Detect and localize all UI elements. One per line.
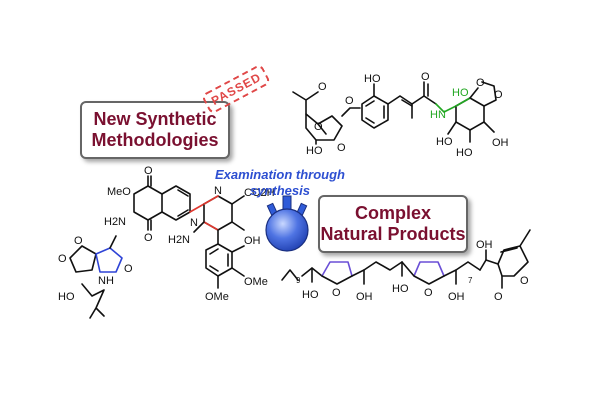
new-synthetic-methodologies-label: New Synthetic Methodologies (91, 109, 219, 150)
atom-o: O (345, 95, 354, 107)
atom-h2n: H2N (168, 234, 190, 246)
atom-n: N (214, 185, 222, 197)
atom-ho: HO (364, 73, 381, 85)
atom-o: O (318, 81, 327, 93)
atom-co2h: CO2H (244, 187, 275, 199)
atom-ho: HO (452, 87, 469, 99)
round-bottom-flask-icon (265, 195, 309, 252)
atom-o: O (144, 165, 153, 177)
atom-sub7: 7 (468, 276, 473, 285)
atom-hn: HN (430, 109, 446, 121)
atom-o: O (424, 287, 433, 299)
beta-lactone-lactam-structure: O NH O O HO (58, 235, 133, 319)
atom-o: O (476, 77, 485, 89)
atom-meo: MeO (107, 186, 131, 198)
atom-o: O (494, 89, 503, 101)
atom-o: O (520, 275, 529, 287)
atom-ho: HO (302, 289, 319, 301)
atom-oh: OH (244, 235, 261, 247)
atom-o: O (421, 71, 430, 83)
atom-o: O (74, 235, 83, 247)
atom-oh: OH (356, 291, 373, 303)
atom-ho: HO (306, 145, 323, 157)
atom-o: O (494, 291, 503, 303)
atom-nh: NH (98, 275, 114, 287)
acetogenin-structure: 9 O HO OH HO O OH 7 OH O O (281, 229, 531, 303)
atom-oh: OH (476, 239, 493, 251)
examination-through-synthesis-label: Examination through synthesis (215, 167, 345, 198)
atom-o: O (58, 253, 67, 265)
streptonigrin-structure: MeO H2N O O N N CO2H H2N OH OMe OMe (104, 165, 275, 303)
atom-ho: HO (58, 291, 75, 303)
atom-sub9: 9 (296, 276, 301, 285)
new-synthetic-methodologies-box: New Synthetic Methodologies (80, 101, 230, 159)
top-right-glycoside-structure: O O HO O O HO O HN HO HO HO OH (292, 71, 509, 159)
atom-oh: OH (448, 291, 465, 303)
atom-o: O (337, 142, 346, 154)
atom-ho: HO (436, 136, 453, 148)
atom-oh: OH (492, 137, 509, 149)
complex-natural-products-box: Complex Natural Products (318, 195, 468, 253)
atom-o: O (144, 232, 153, 244)
atom-ho: HO (456, 147, 473, 159)
atom-n: N (190, 217, 198, 229)
atom-ho: HO (392, 283, 409, 295)
atom-ome: OMe (205, 291, 229, 303)
atom-h2n: H2N (104, 216, 126, 228)
atom-o: O (314, 121, 323, 133)
atom-o: O (124, 263, 133, 275)
atom-ome: OMe (244, 276, 268, 288)
atom-o: O (332, 287, 341, 299)
complex-natural-products-label: Complex Natural Products (320, 203, 466, 244)
